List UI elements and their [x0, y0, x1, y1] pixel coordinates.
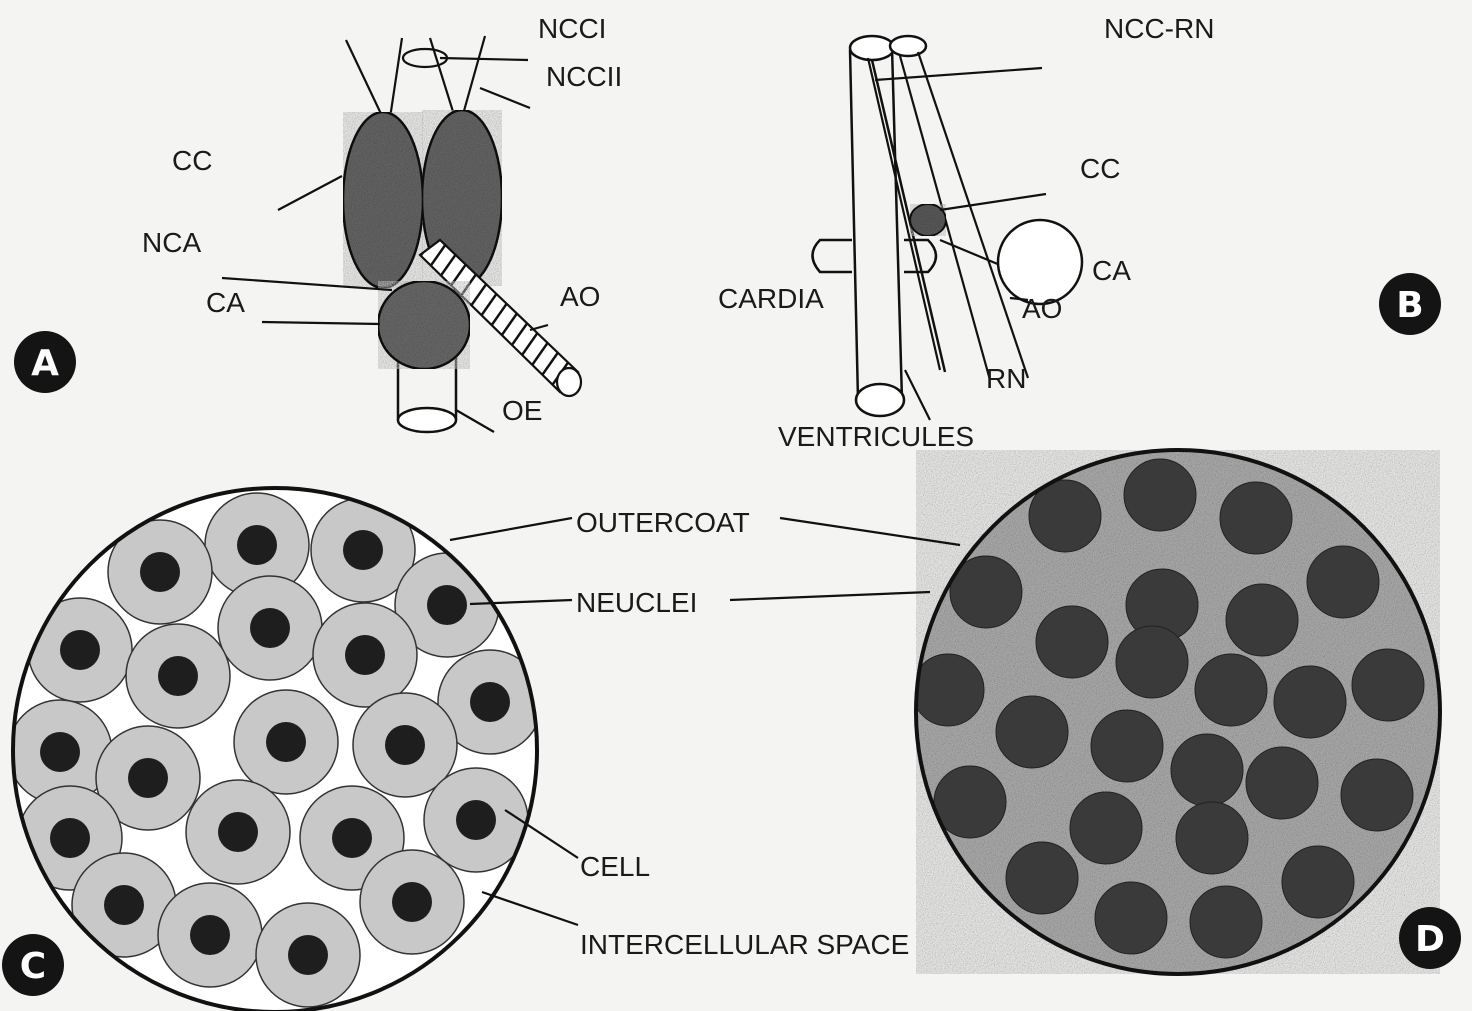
leader-cc-b: [940, 194, 1046, 210]
badge-b-letter: B: [1396, 285, 1423, 326]
nucleus: [332, 818, 372, 858]
nucleus-d: [1195, 654, 1267, 726]
nucleus-d: [1352, 649, 1424, 721]
nucleus-d: [912, 654, 984, 726]
nucleus: [237, 525, 277, 565]
label-nccii: NCCII: [546, 61, 622, 92]
nucleus-d: [1176, 802, 1248, 874]
label-cardia: CARDIA: [718, 283, 824, 314]
nucleus: [392, 882, 432, 922]
ncci-nerve-left: [346, 40, 383, 118]
label-ncc-rn: NCC-RN: [1104, 13, 1214, 44]
label-rn: RN: [986, 363, 1026, 394]
nucleus-d: [1124, 459, 1196, 531]
label-ao-b: AO: [1022, 293, 1062, 324]
nucleus: [288, 935, 328, 975]
label-ca: CA: [206, 287, 245, 318]
leader-oe: [456, 410, 494, 432]
badge-c-letter: C: [20, 946, 46, 987]
nucleus: [104, 885, 144, 925]
nucleus-d: [1006, 842, 1078, 914]
label-cc-b: CC: [1080, 153, 1120, 184]
label-cell: CELL: [580, 851, 650, 882]
label-outercoat: OUTERCOAT: [576, 507, 750, 538]
nucleus-d: [1274, 666, 1346, 738]
nucleus: [345, 635, 385, 675]
nucleus: [456, 800, 496, 840]
badge-a-letter: A: [31, 343, 59, 384]
leader-ncc-rn: [875, 68, 1042, 80]
panel-a: NCCI NCCII CC NCA CA AO OE A: [14, 13, 622, 432]
badge-d-letter: D: [1415, 919, 1445, 960]
nucleus-d: [1282, 846, 1354, 918]
nucleus: [470, 682, 510, 722]
nucleus: [40, 732, 80, 772]
nucleus: [60, 630, 100, 670]
nccii-nerve-right: [462, 36, 485, 118]
label-ca-b: CA: [1092, 255, 1131, 286]
leader-outercoat: [450, 518, 572, 540]
nucleus: [190, 915, 230, 955]
nucleus-d: [1341, 759, 1413, 831]
nucleus-d: [1036, 606, 1108, 678]
tube-top-left: [850, 36, 894, 60]
ncci-nerve-left-inner: [390, 38, 402, 118]
oesophagus-end: [398, 408, 456, 432]
label-intercellular-space: INTERCELLULAR SPACE: [580, 929, 909, 960]
panel-c: OUTERCOAT NEUCLEI CELL INTERCELLULAR SPA…: [2, 488, 909, 1011]
aorta-end: [557, 368, 581, 396]
leader-nccii: [480, 88, 530, 108]
nucleus: [385, 725, 425, 765]
tube-bottom: [856, 384, 904, 416]
disc-d-background: [916, 450, 1440, 974]
nucleus-d: [1091, 710, 1163, 782]
cc-to-ca-connector: [940, 240, 1000, 265]
leader-cc: [278, 176, 342, 210]
label-ncci: NCCI: [538, 13, 606, 44]
nucleus-d: [1220, 482, 1292, 554]
leader-outercoat-d: [780, 518, 960, 545]
leader-ca: [262, 322, 380, 324]
label-oe: OE: [502, 395, 542, 426]
nucleus-d: [1246, 747, 1318, 819]
nucleus: [250, 608, 290, 648]
leader-ncci: [440, 58, 528, 60]
corpus-allatum-b: [998, 220, 1082, 304]
corpus-allatum: [378, 281, 470, 369]
panel-b: NCC-RN CC CA CARDIA AO RN VENTRICULES B: [718, 13, 1441, 452]
label-cc: CC: [172, 145, 212, 176]
nucleus-d: [1190, 886, 1262, 958]
nucleus: [218, 812, 258, 852]
panel-d: D: [730, 450, 1461, 974]
nucleus-d: [1070, 792, 1142, 864]
ventricule-tube: [850, 48, 902, 400]
corpus-cardiacum-left: [343, 112, 423, 288]
nucleus: [427, 585, 467, 625]
label-ventricules: VENTRICULES: [778, 421, 974, 452]
nucleus: [343, 530, 383, 570]
label-ao: AO: [560, 281, 600, 312]
cardia-left: [813, 240, 853, 272]
tube-top-right: [890, 36, 926, 56]
leader-neuclei-d: [730, 592, 930, 600]
nucleus-d: [1307, 546, 1379, 618]
nucleus: [140, 552, 180, 592]
leader-intercellular: [482, 892, 578, 925]
nucleus: [266, 722, 306, 762]
nucleus: [128, 758, 168, 798]
nucleus-d: [1116, 626, 1188, 698]
nucleus-d: [1095, 882, 1167, 954]
nucleus-d: [996, 696, 1068, 768]
nucleus-d: [1226, 584, 1298, 656]
nucleus: [158, 656, 198, 696]
label-neuclei: NEUCLEI: [576, 587, 697, 618]
nucleus: [50, 818, 90, 858]
leader-ventricules: [905, 370, 930, 420]
label-nca: NCA: [142, 227, 201, 258]
nucleus-d: [1171, 734, 1243, 806]
